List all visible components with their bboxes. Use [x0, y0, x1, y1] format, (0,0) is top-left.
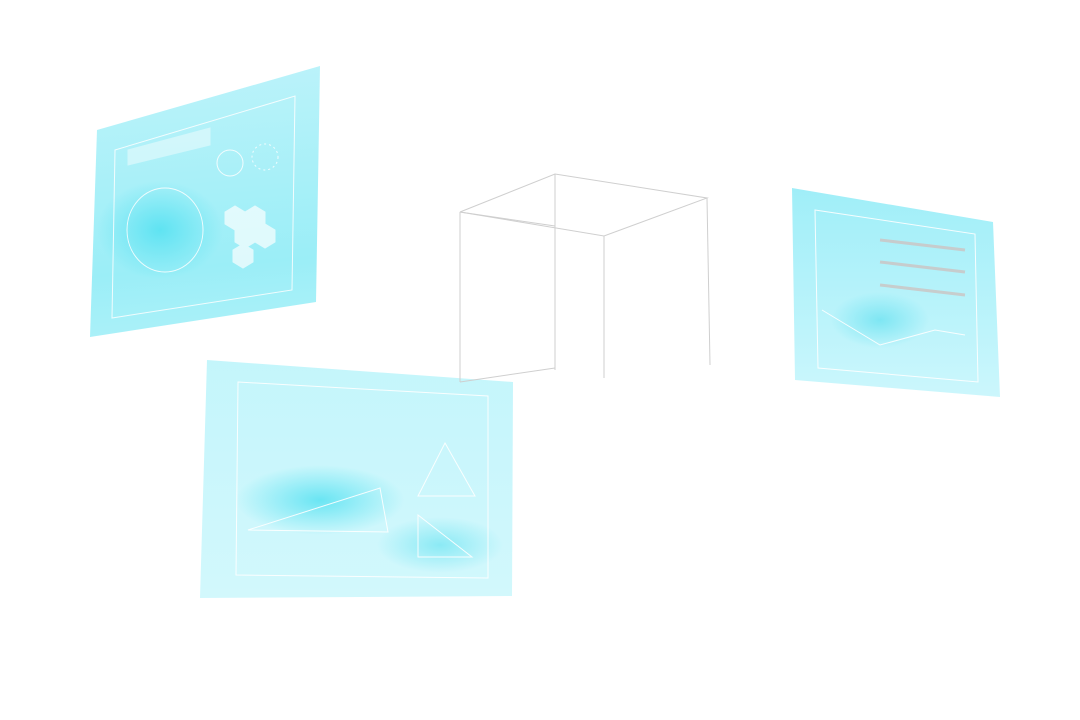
panel-3-frame [814, 209, 979, 383]
triangle-right-small [417, 513, 474, 558]
panel-1-header-bar [127, 127, 211, 166]
right-triangle-large [247, 487, 389, 533]
panel-2-graphics [235, 381, 489, 579]
panel-1-frame [111, 95, 296, 319]
panel-3-chart-line [821, 309, 966, 346]
dial-icon [251, 143, 279, 171]
panel-2-frame [235, 381, 489, 579]
gauge-icon [216, 149, 244, 177]
hexagon-cluster [224, 205, 276, 269]
panel-1-graphics [111, 95, 296, 319]
panel-3-graphics [814, 209, 979, 383]
wireframe-cube [459, 173, 711, 383]
panel-1-globe [126, 187, 204, 273]
triangle-equilateral [417, 441, 476, 497]
